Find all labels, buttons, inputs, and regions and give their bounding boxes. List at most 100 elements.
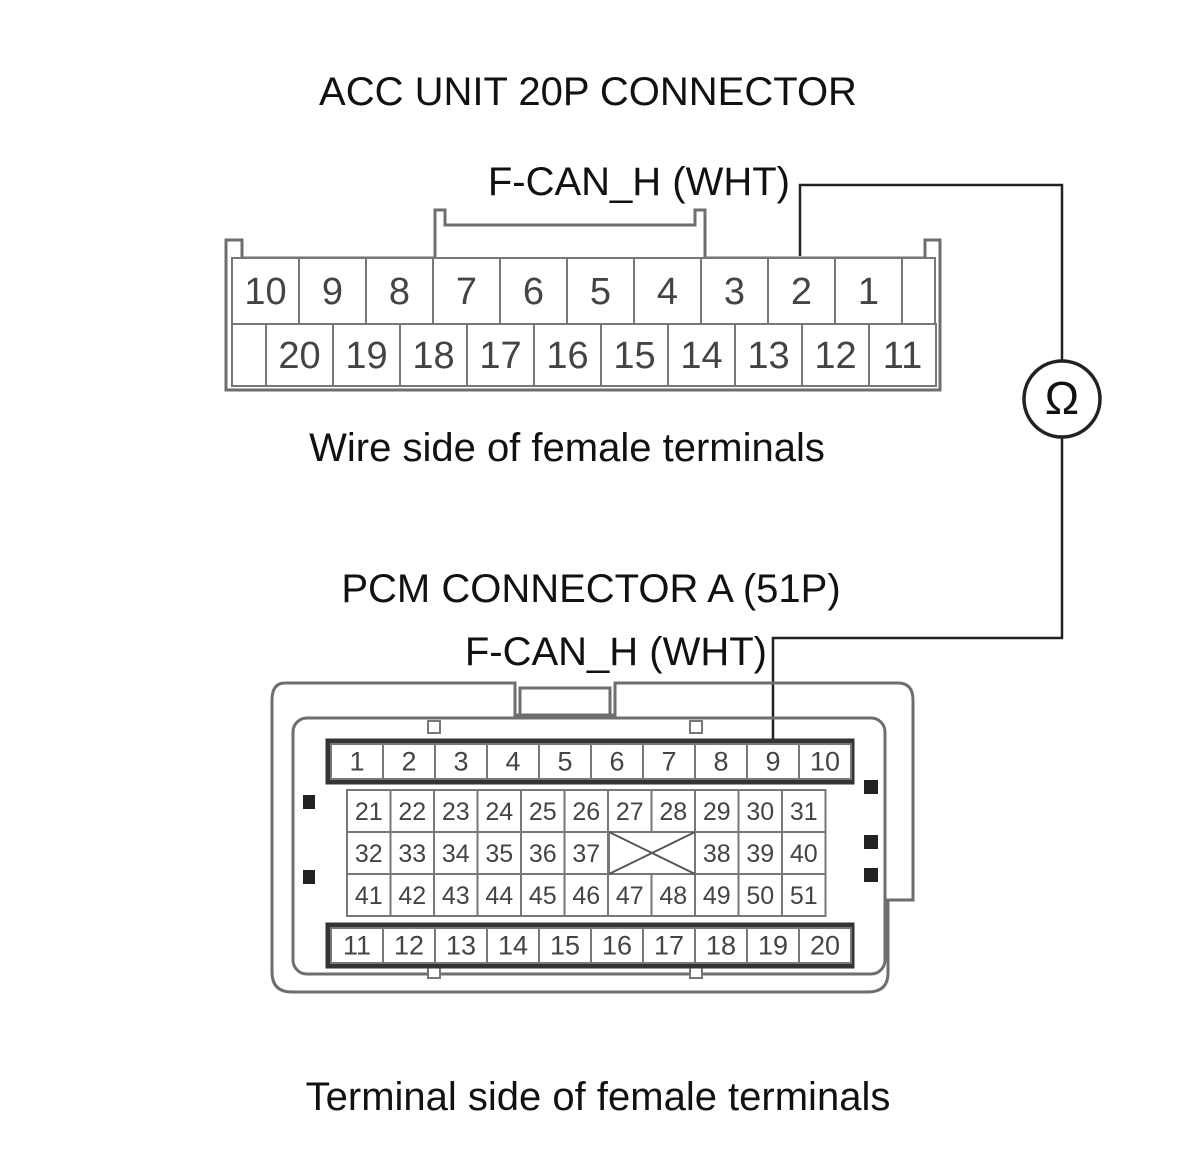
probe-wire-pcm <box>771 438 1064 742</box>
pin-number: 35 <box>485 840 513 868</box>
pin-cell: 3 <box>700 257 769 325</box>
pin-number: 16 <box>602 931 632 961</box>
pcm-connector-title: PCM CONNECTOR A (51P) <box>341 567 840 611</box>
pin-cell: 27 <box>607 789 653 833</box>
pin-number: 9 <box>765 747 780 777</box>
pin-number: 43 <box>442 882 470 910</box>
pin-number: 3 <box>453 747 468 777</box>
pin-number: 5 <box>590 271 611 313</box>
pcm-connector-inner-wall <box>291 716 887 976</box>
pin-number: 18 <box>412 335 454 377</box>
pin-cell: 25 <box>520 789 566 833</box>
pin-cell: 21 <box>346 789 392 833</box>
pin-cell: 38 <box>694 831 740 875</box>
pin-cell: 43 <box>433 873 479 917</box>
pin-cell: 50 <box>737 873 783 917</box>
pin-cell: 5 <box>538 743 592 780</box>
pin-number: 13 <box>747 335 789 377</box>
ohm-symbol: Ω <box>1045 372 1079 424</box>
pin-cell: 14 <box>486 927 540 964</box>
pin-cell: 48 <box>650 873 696 917</box>
pin-cell: 4 <box>486 743 540 780</box>
pin-cell: 16 <box>533 323 602 387</box>
ohmmeter-circle <box>1022 359 1102 439</box>
pin-number: 28 <box>659 798 687 826</box>
pcm-latch-mark <box>864 868 878 882</box>
pin-number: 12 <box>394 931 424 961</box>
pin-cell: 17 <box>642 927 696 964</box>
pin-number: 37 <box>572 840 600 868</box>
pin-number: 31 <box>790 798 818 826</box>
pin-number: 51 <box>790 882 818 910</box>
pin-cell: 44 <box>476 873 522 917</box>
pin-cell: 46 <box>563 873 609 917</box>
pcm-wire-label: F-CAN_H (WHT) <box>465 630 767 674</box>
acc-wire-label: F-CAN_H (WHT) <box>488 160 790 204</box>
pin-number: 11 <box>883 335 922 377</box>
pin-cell: 8 <box>365 257 434 325</box>
pin-cell: 15 <box>538 927 592 964</box>
pin-number: 44 <box>485 882 513 910</box>
pcm-latch-mark <box>303 870 315 884</box>
pin-number: 4 <box>505 747 520 777</box>
pcm-caption: Terminal side of female terminals <box>306 1075 891 1119</box>
pin-cell: 47 <box>607 873 653 917</box>
pin-number: 1 <box>858 271 879 313</box>
pin-cell: 35 <box>476 831 522 875</box>
pin-cell: 19 <box>746 927 800 964</box>
pin-number: 33 <box>398 840 426 868</box>
pin-number: 15 <box>550 931 580 961</box>
pin-number: 7 <box>456 271 477 313</box>
pin-cell: 40 <box>781 831 827 875</box>
pin-number: 45 <box>529 882 557 910</box>
pin-number: 16 <box>546 335 588 377</box>
pin-number: 40 <box>790 840 818 868</box>
pin-cell: 49 <box>694 873 740 917</box>
pin-number: 14 <box>680 335 722 377</box>
pin-cell: 37 <box>563 831 609 875</box>
pin-cell: 42 <box>389 873 435 917</box>
pin-cell: 39 <box>737 831 783 875</box>
pin-number: 27 <box>616 798 644 826</box>
pin-cell: 28 <box>650 789 696 833</box>
pin-cell: 10 <box>798 743 852 780</box>
pin-number: 50 <box>746 882 774 910</box>
pin-number: 8 <box>713 747 728 777</box>
pin-number: 42 <box>398 882 426 910</box>
pin-cell: 23 <box>433 789 479 833</box>
pcm-key-bump <box>689 720 703 734</box>
pin-number: 30 <box>746 798 774 826</box>
pin-number: 18 <box>706 931 736 961</box>
pin-number: 17 <box>654 931 684 961</box>
pin-cell: 13 <box>434 927 488 964</box>
pin-number: 47 <box>616 882 644 910</box>
pin-number: 22 <box>398 798 426 826</box>
pin-cell: 14 <box>667 323 736 387</box>
pin-number: 8 <box>389 271 410 313</box>
pin-cell: 6 <box>590 743 644 780</box>
pin-cell: 2 <box>767 257 836 325</box>
pin-cell: 4 <box>633 257 702 325</box>
pin-number: 19 <box>758 931 788 961</box>
pin-number: 7 <box>661 747 676 777</box>
pin-cell: 7 <box>642 743 696 780</box>
pcm-latch-mark <box>864 835 878 849</box>
pin-cell: 22 <box>389 789 435 833</box>
pcm-key-bump <box>427 720 441 734</box>
pcm-unused-cavity <box>608 831 696 875</box>
pin-cell: 33 <box>389 831 435 875</box>
pin-cell: 5 <box>566 257 635 325</box>
pin-cell: 16 <box>590 927 644 964</box>
pin-cell: 12 <box>801 323 870 387</box>
pin-cell: 11 <box>868 323 937 387</box>
